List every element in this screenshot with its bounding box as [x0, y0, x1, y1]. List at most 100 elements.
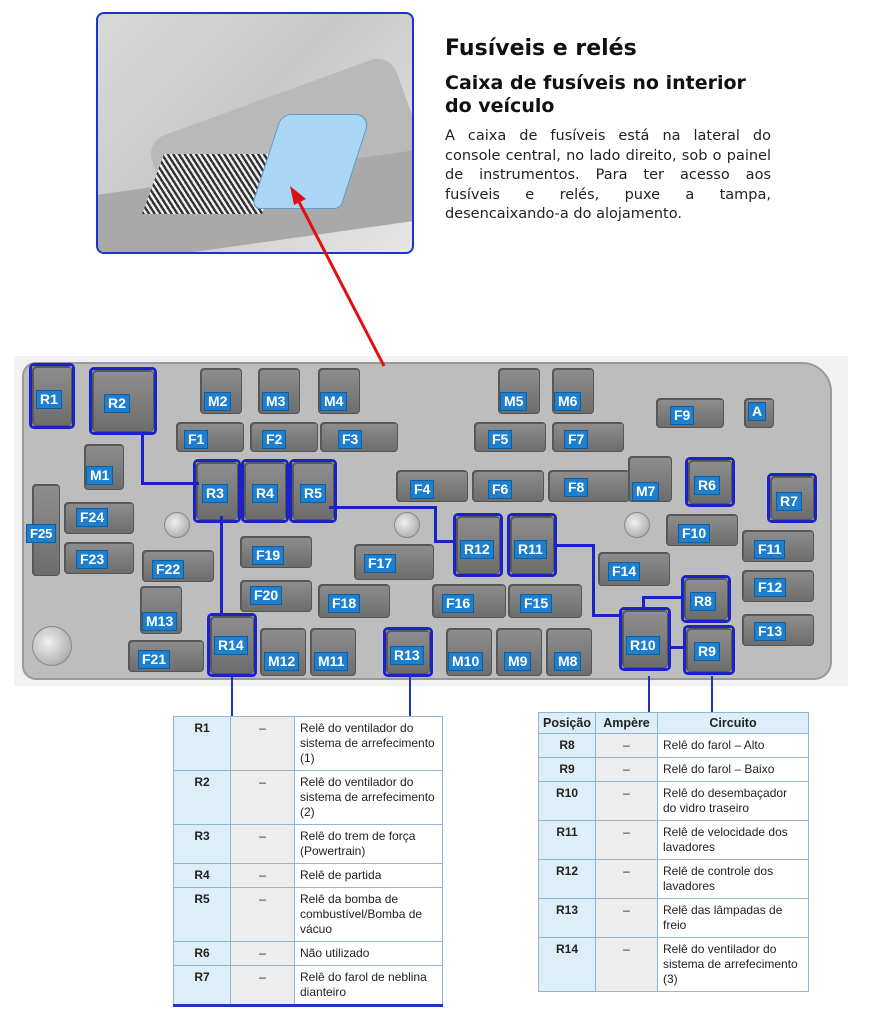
- row-ampere: –: [595, 757, 658, 782]
- label-r3: R3: [202, 484, 228, 503]
- row-ampere: –: [595, 781, 658, 821]
- connector-r9: [711, 676, 713, 714]
- label-f23: F23: [76, 550, 109, 569]
- relay-connector-line: [668, 646, 686, 649]
- label-f5: F5: [488, 430, 513, 449]
- row-position: R11: [538, 820, 596, 860]
- row-description: Relê de controle dos lavadores: [657, 859, 809, 899]
- label-f12: F12: [754, 578, 787, 597]
- table-row: R8–Relê do farol – Alto: [538, 733, 809, 758]
- table-row: R3–Relê do trem de força (Powertrain): [173, 824, 443, 864]
- row-description: Relê de partida: [294, 863, 443, 888]
- row-position: R12: [538, 859, 596, 899]
- label-r1: R1: [36, 390, 62, 409]
- mounting-bolt: [164, 512, 190, 538]
- label-r9: R9: [694, 642, 720, 661]
- row-description: Relê do ventilador do sistema de arrefec…: [657, 937, 809, 992]
- label-m5: M5: [500, 392, 528, 411]
- label-r2: R2: [104, 394, 130, 413]
- highlight-r4: [241, 459, 289, 523]
- row-position: R14: [538, 937, 596, 992]
- row-ampere: –: [230, 965, 295, 1006]
- row-ampere: –: [595, 820, 658, 860]
- highlight-r9: [683, 625, 735, 675]
- highlight-r6: [685, 457, 735, 507]
- header-ampere: Ampère: [595, 712, 658, 734]
- row-description: Relê do ventilador do sistema de arrefec…: [294, 716, 443, 771]
- label-f1: F1: [184, 430, 209, 449]
- label-m7: M7: [632, 482, 660, 501]
- label-f13: F13: [754, 622, 787, 641]
- relay-connector-line: [141, 432, 144, 484]
- page-title: Fusíveis e relés: [445, 36, 637, 61]
- table-row: R13–Relê das lâmpadas de freio: [538, 898, 809, 938]
- label-r13: R13: [390, 646, 424, 665]
- row-position: R1: [173, 716, 231, 771]
- row-position: R9: [538, 757, 596, 782]
- header-position: Posição: [538, 712, 596, 734]
- label-f10: F10: [678, 524, 711, 543]
- slot-f8: [548, 470, 630, 502]
- relay-connector-line: [434, 506, 437, 542]
- row-description: Relê do farol – Alto: [657, 733, 809, 758]
- label-m13: M13: [142, 612, 178, 631]
- table-row: R10–Relê do desembaçador do vidro trasei…: [538, 781, 809, 821]
- mounting-bolt: [624, 512, 650, 538]
- label-f7: F7: [564, 430, 589, 449]
- table-row: R9–Relê do farol – Baixo: [538, 757, 809, 782]
- row-position: R7: [173, 965, 231, 1006]
- label-f16: F16: [442, 594, 475, 613]
- table-row: R6–Não utilizado: [173, 941, 443, 966]
- relay-connector-line: [220, 516, 223, 614]
- table-row: R2–Relê do ventilador do sistema de arre…: [173, 770, 443, 825]
- label-f11: F11: [754, 540, 786, 559]
- label-m10: M10: [448, 652, 484, 671]
- label-f8: F8: [564, 478, 589, 497]
- row-description: Relê do desembaçador do vidro traseiro: [657, 781, 809, 821]
- row-description: Relê das lâmpadas de freio: [657, 898, 809, 938]
- console-photo: [96, 12, 414, 254]
- label-f6: F6: [488, 480, 513, 499]
- label-f24: F24: [76, 508, 109, 527]
- label-f3: F3: [338, 430, 363, 449]
- label-r12: R12: [460, 540, 494, 559]
- label-r10: R10: [626, 636, 660, 655]
- row-description: Relê de velocidade dos lavadores: [657, 820, 809, 860]
- relay-table-right: Posição Ampère Circuito R8–Relê do farol…: [538, 712, 809, 992]
- label-r7: R7: [776, 492, 802, 511]
- section-subtitle: Caixa de fusíveis no interior do veículo: [445, 72, 746, 117]
- highlight-r13: [383, 627, 433, 677]
- table-row: R4–Relê de partida: [173, 863, 443, 888]
- label-r8: R8: [690, 592, 716, 611]
- table-row: R1–Relê do ventilador do sistema de arre…: [173, 716, 443, 771]
- relay-connector-line: [642, 596, 684, 599]
- label-a: A: [748, 402, 767, 421]
- label-f15: F15: [520, 594, 553, 613]
- highlight-r14: [207, 613, 257, 677]
- label-m9: M9: [504, 652, 532, 671]
- intro-paragraph: A caixa de fusíveis está na lateral do c…: [445, 128, 771, 222]
- table-row: R7–Relê do farol de neblina dianteiro: [173, 965, 443, 1006]
- highlight-r1: [29, 363, 75, 429]
- row-ampere: –: [230, 887, 295, 942]
- relay-connector-line: [592, 614, 622, 617]
- relay-connector-line: [329, 506, 437, 509]
- label-m2: M2: [204, 392, 232, 411]
- label-f18: F18: [328, 594, 361, 613]
- highlight-r12: [453, 513, 503, 577]
- row-position: R4: [173, 863, 231, 888]
- row-position: R10: [538, 781, 596, 821]
- label-f25: F25: [26, 524, 57, 543]
- table-row: R12–Relê de controle dos lavadores: [538, 859, 809, 899]
- row-ampere: –: [230, 941, 295, 966]
- label-r11: R11: [514, 540, 547, 559]
- label-m8: M8: [554, 652, 582, 671]
- row-position: R6: [173, 941, 231, 966]
- table-header-row: Posição Ampère Circuito: [538, 712, 809, 734]
- label-m4: M4: [320, 392, 348, 411]
- highlight-r8: [681, 575, 731, 623]
- connector-r10: [648, 676, 650, 714]
- row-position: R3: [173, 824, 231, 864]
- row-ampere: –: [230, 824, 295, 864]
